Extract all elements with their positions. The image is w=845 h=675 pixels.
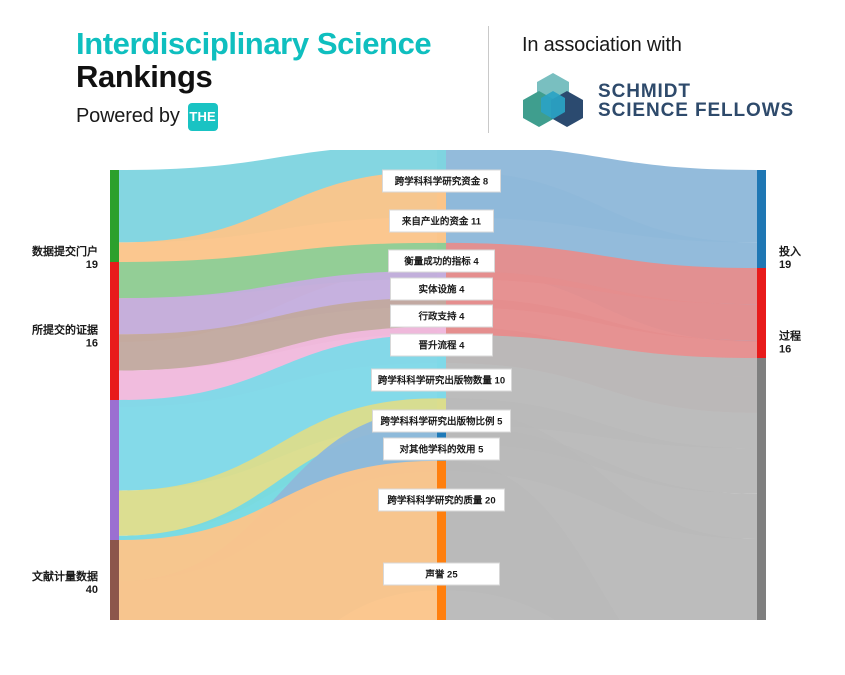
sankey-source-label-value: 40	[86, 584, 98, 596]
partner-name-line2: SCIENCE FELLOWS	[598, 100, 795, 121]
sankey-node-target[interactable]	[757, 170, 766, 342]
sankey-mid-label-text: 跨学科科学研究资金 8	[395, 176, 488, 188]
sankey-mid-label: 行政支持 4	[390, 304, 493, 328]
powered-by-row: Powered by THE	[76, 102, 476, 131]
sankey-mid-label-box	[390, 333, 493, 357]
schmidt-hexagon-icon	[523, 73, 583, 127]
sankey-mid-label: 衡量成功的指标 4	[388, 249, 495, 273]
page-header: Interdisciplinary Science Rankings Power…	[0, 0, 845, 150]
sankey-link	[119, 460, 437, 620]
sankey-mid-label-text: 行政支持 4	[418, 311, 466, 323]
page-title-primary: Interdisciplinary Science	[76, 26, 432, 61]
sankey-link	[446, 270, 757, 341]
sankey-source-label-value: 19	[86, 259, 98, 271]
sankey-mid-label-box	[388, 249, 495, 273]
sankey-node-source[interactable]	[110, 400, 119, 620]
sankey-target-label-value: 16	[779, 343, 791, 355]
sankey-target-label-text: 过程	[779, 328, 801, 342]
sankey-target-label-text: 投入	[779, 244, 801, 258]
sankey-node-source[interactable]	[110, 262, 119, 407]
sankey-mid-label-box	[378, 488, 505, 512]
sankey-mid-label-text: 跨学科科学研究出版物数量 10	[378, 375, 505, 387]
sankey-mid-label: 声誉 25	[383, 562, 500, 586]
sankey-node-middle[interactable]	[437, 460, 446, 620]
the-logo-icon: THE	[187, 102, 218, 131]
sankey-diagram: 跨学科科学研究资金 8 来自产业的资金 11 衡量成功的指标 4 实体设施 4 行政支持…	[32, 150, 801, 620]
sankey-mid-label-box	[382, 169, 501, 193]
partner-wordmark: SCHMIDT SCIENCE FELLOWS	[598, 80, 795, 121]
sankey-link	[446, 242, 757, 305]
sankey-links	[119, 150, 757, 620]
partner-name-line1: SCHMIDT	[598, 80, 691, 102]
sankey-mid-label: 实体设施 4	[390, 277, 493, 301]
sankey-mid-label: 跨学科科学研究出版物数量 10	[371, 368, 512, 392]
sankey-mid-label-text: 跨学科科学研究的质量 20	[387, 495, 495, 507]
sankey-mid-label-box	[383, 437, 500, 461]
sankey-link	[119, 242, 437, 299]
sankey-mid-label: 跨学科科学研究资金 8	[382, 169, 501, 193]
sankey-mid-labels: 跨学科科学研究资金 8 来自产业的资金 11 衡量成功的指标 4 实体设施 4 行政支持…	[371, 169, 512, 586]
sankey-link	[119, 334, 437, 491]
sankey-mid-label-box	[390, 277, 493, 301]
sankey-source-label-text: 数据提交门户	[32, 244, 98, 258]
sankey-mid-label-box	[372, 409, 511, 433]
header-divider	[488, 26, 489, 133]
sankey-mid-label-box	[383, 562, 500, 586]
sankey-mid-label-text: 衡量成功的指标 4	[404, 256, 479, 268]
sankey-mid-label-box	[371, 368, 512, 392]
sankey-mid-label-box	[389, 209, 494, 233]
sankey-target-label-value: 19	[779, 259, 791, 271]
page-title-secondary: Rankings	[76, 58, 213, 94]
sankey-link	[119, 297, 437, 371]
sankey-mid-label: 晋升流程 4	[390, 333, 493, 357]
sankey-mid-label-text: 声誉 25	[424, 569, 458, 581]
sankey-node-source[interactable]	[110, 540, 119, 620]
sankey-mid-label-text: 跨学科科学研究出版物比例 5	[381, 416, 504, 428]
sankey-node-target[interactable]	[757, 268, 766, 413]
sankey-mid-label: 来自产业的资金 11	[389, 209, 494, 233]
sankey-node-source[interactable]	[110, 170, 119, 342]
sankey-mid-label-text: 实体设施 4	[419, 284, 466, 296]
association-label: In association with	[522, 34, 682, 56]
sankey-source-label-text: 所提交的证据	[32, 322, 98, 336]
sankey-mid-label-text: 对其他学科的效用 5	[400, 444, 485, 456]
sankey-mid-label-text: 来自产业的资金 11	[401, 216, 482, 228]
sankey-mid-label: 对其他学科的效用 5	[383, 437, 500, 461]
sankey-mid-label: 跨学科科学研究的质量 20	[378, 488, 505, 512]
association-block: In association with SCHMIDT SCIENCE FELL…	[522, 34, 794, 131]
sankey-source-label-value: 16	[86, 337, 98, 349]
sankey-side-labels: 数据提交门户19所提交的证据16文献计量数据40问卷调查结果25投入19过程16…	[32, 244, 801, 596]
sankey-mid-label-box	[390, 304, 493, 328]
brand-block: Interdisciplinary Science Rankings Power…	[76, 26, 476, 131]
sankey-mid-label: 跨学科科学研究出版物比例 5	[372, 409, 511, 433]
sankey-source-label-text: 文献计量数据	[32, 569, 98, 583]
powered-by-label: Powered by	[76, 105, 180, 128]
the-logo-text: THE	[189, 109, 216, 125]
sankey-mid-label-text: 晋升流程 4	[419, 340, 466, 352]
sankey-node-target[interactable]	[757, 358, 766, 620]
partner-logo-row: SCHMIDT SCIENCE FELLOWS	[522, 71, 794, 131]
sankey-link	[446, 398, 757, 494]
sankey-link	[119, 270, 437, 335]
